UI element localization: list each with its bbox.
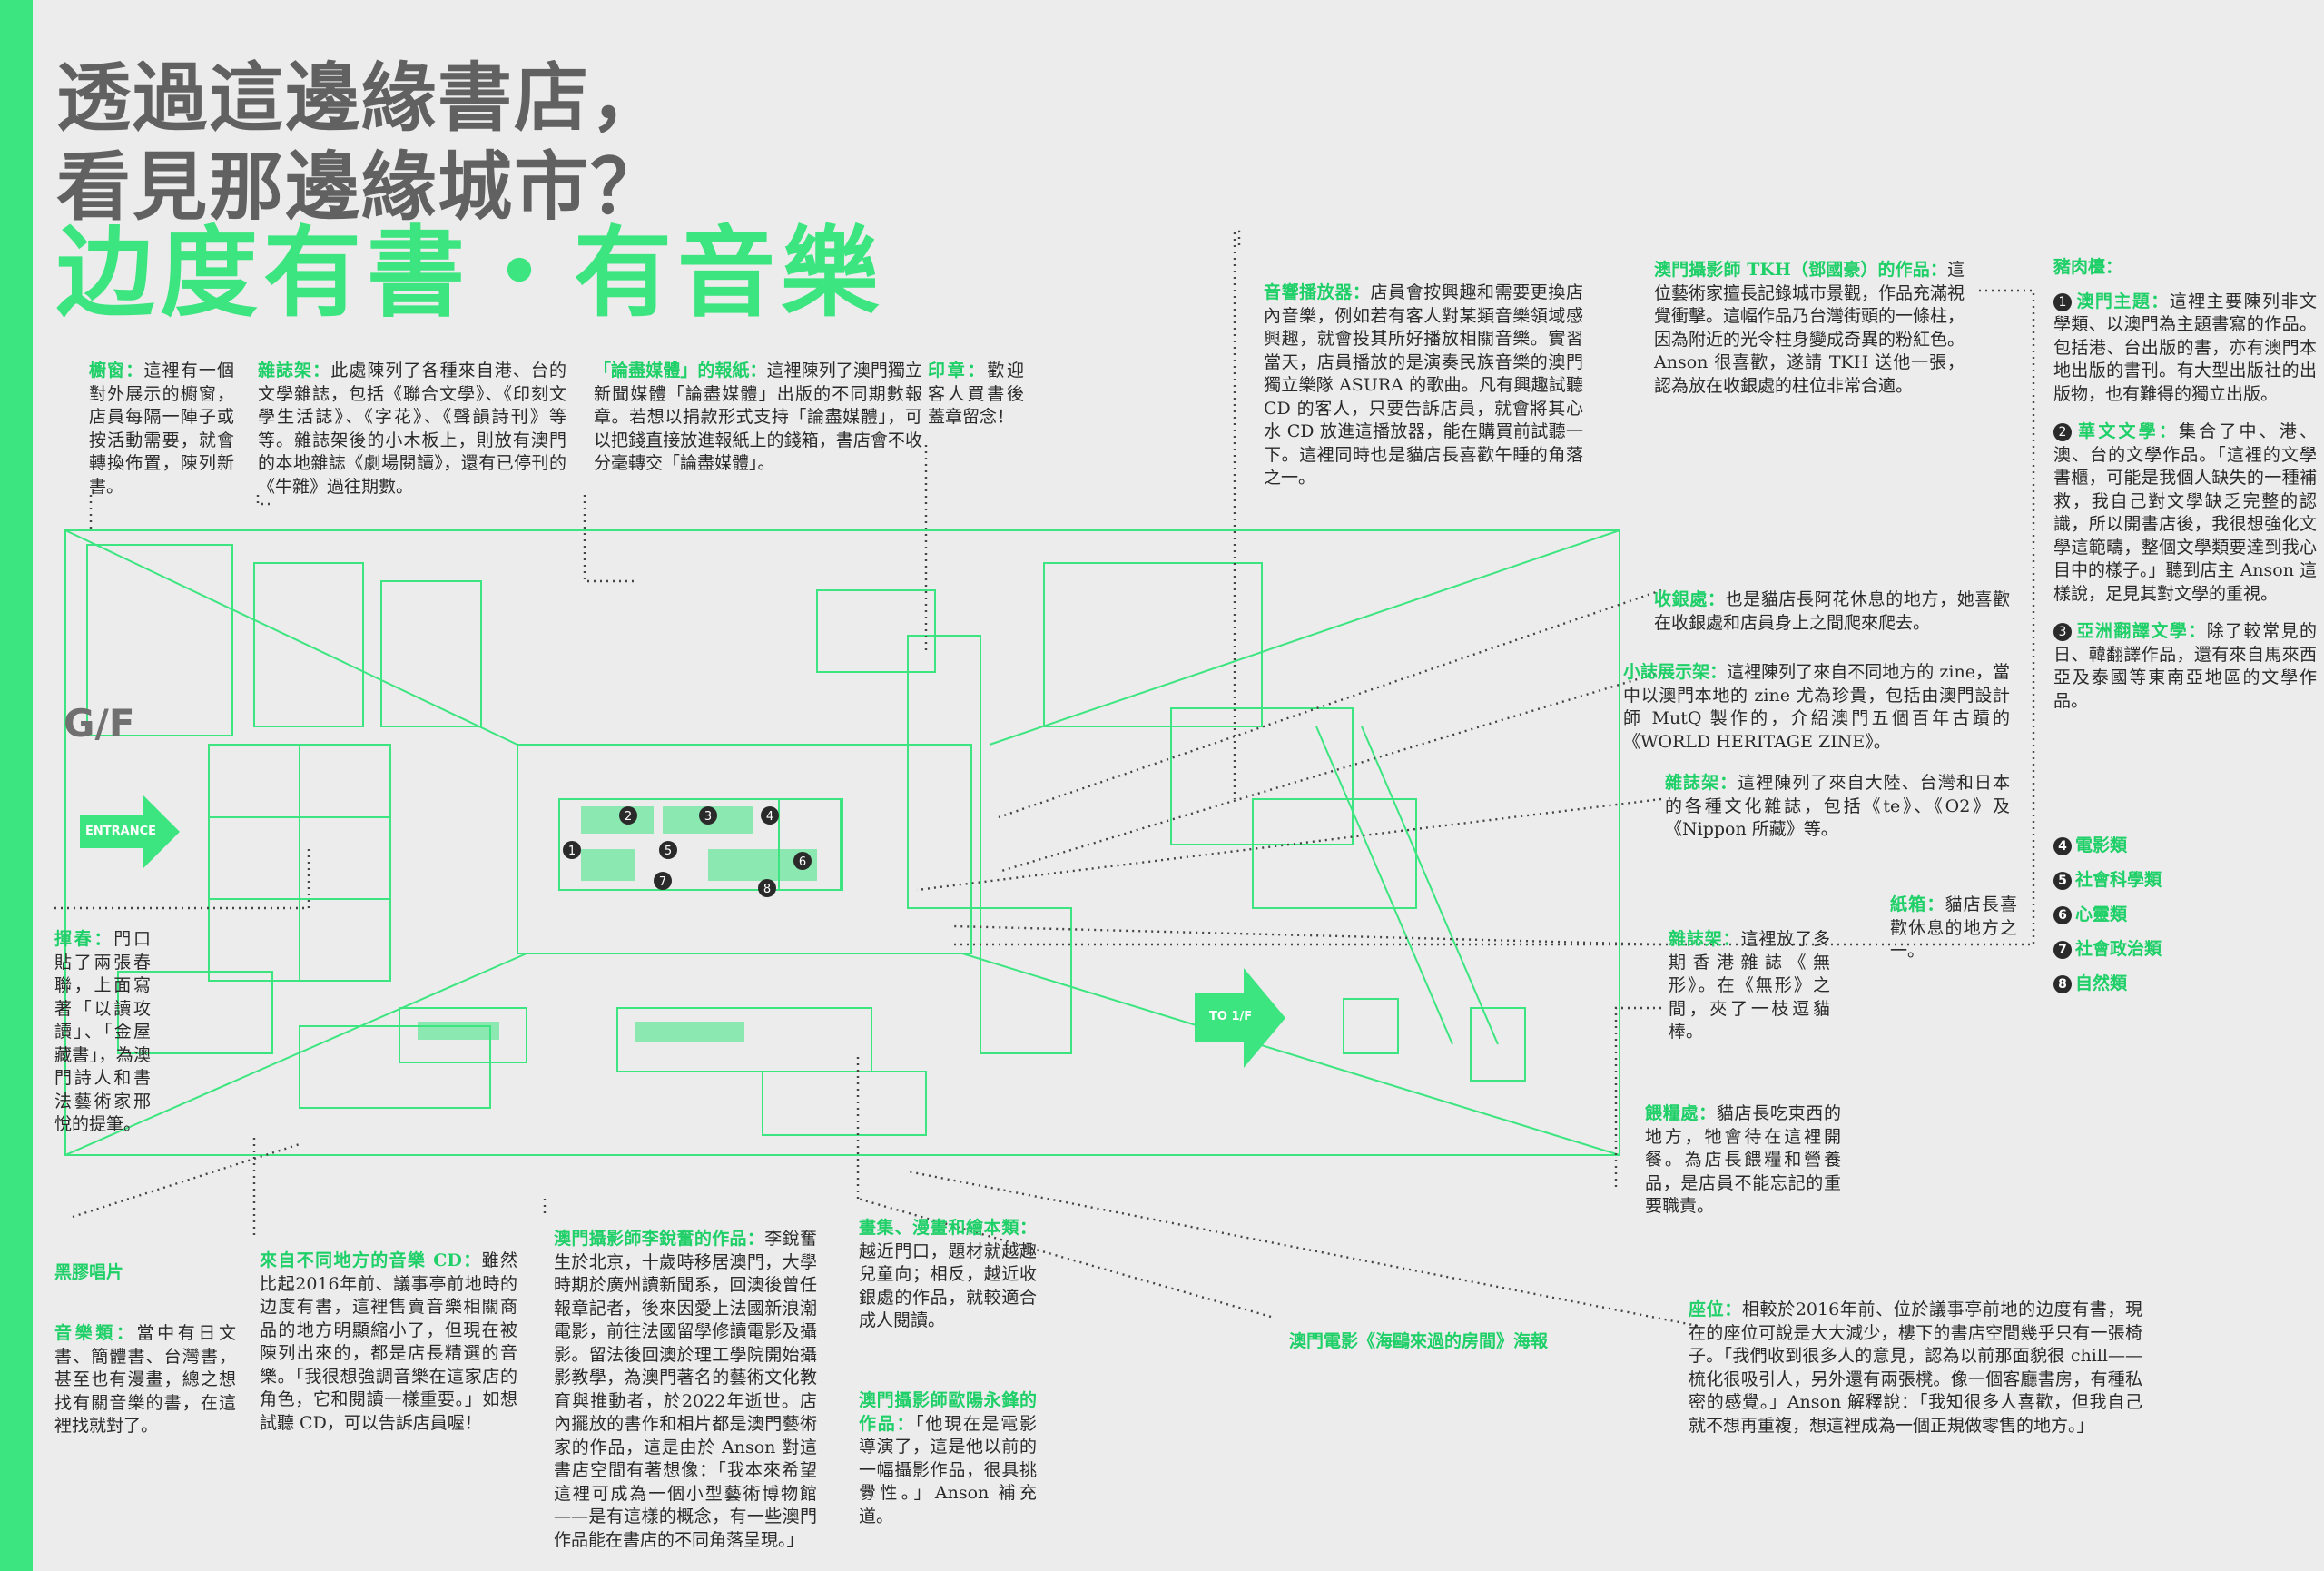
page-title: 边度有書・有音樂 — [56, 217, 885, 331]
note-cashier: 收銀處：也是貓店長阿花休息的地方，她喜歡在收銀處和店員身上之間爬來爬去。 — [1654, 589, 2010, 633]
shelf-marker-5 — [659, 841, 677, 859]
note-cat-box: 紙箱：貓店長喜歡休息的地方之一。 — [1890, 894, 2017, 961]
caption-vinyl: 黑膠唱片 — [54, 1262, 124, 1282]
note-zine: 小誌展示架：這裡陳列了來自不同地方的 zine，當中以澳門本地的 zine 尤為… — [1623, 662, 2010, 752]
note-magazine-rack: 雜誌架：此處陳列了各種來自港、台的文學雜誌，包括《聯合文學》、《印刻文學生活誌》… — [258, 361, 566, 497]
shelf-marker-8 — [758, 879, 776, 897]
shelf-marker-1 — [563, 841, 581, 859]
shelf-marker-6 — [793, 852, 812, 870]
shelf-marker-4 — [761, 806, 779, 825]
bottom-shelves — [399, 1007, 927, 1136]
accent-bar — [0, 0, 33, 1571]
shelf-marker-label-3: 3 — [704, 810, 712, 824]
entrance-label: ENTRANCE — [85, 825, 156, 838]
shelf-marker-7 — [654, 872, 672, 890]
headline-line-2: 看見那邊緣城市？ — [56, 144, 667, 231]
leader-lines — [54, 230, 2035, 1328]
note-lunjin: 「論盡媒體」的報紙：這裡陳列了澳門獨立新聞媒體「論盡媒體」出版的不同期數報章。若… — [594, 361, 922, 473]
shelf-legend-title: 豬肉檯： — [2053, 257, 2123, 277]
shelf-marker-label-2: 2 — [625, 810, 632, 824]
to-1f-arrow: TO 1/F — [1195, 968, 1285, 1072]
shelf-markers: 1 2 3 4 5 6 7 8 — [563, 806, 812, 897]
note-mag2: 雜誌架：這裡陳列了來自大陸、台灣和日本的各種文化雜誌，包括《te》、《O2》及《… — [1665, 773, 2010, 839]
center-table — [558, 798, 843, 891]
note-cd: 來自不同地方的音樂 CD：雖然比起2016年前、議事亭前地時的边度有書，這裡售賣… — [260, 1250, 517, 1433]
note-seats: 座位：相較於2016年前、位於議事亭前地的边度有書，現在的座位可說是大大減少，樓… — [1689, 1299, 2142, 1436]
shelf-marker-label-4: 4 — [766, 810, 773, 824]
note-tkh: 澳門攝影師 TKH（鄧國豪）的作品：這位藝術家擅長記錄城市景觀，作品充滿視覺衝擊… — [1654, 260, 1965, 396]
shelf-marker-label-7: 7 — [659, 875, 666, 889]
shelf-marker-3 — [699, 806, 717, 825]
caption-poster: 澳門電影《海鷗來過的房間》海報 — [1289, 1331, 1549, 1351]
headline: 透過這邊緣書店， 看見那邊緣城市？ — [56, 54, 666, 232]
note-window: 櫥窗：這裡有一個對外展示的櫥窗，店員每隔一陣子或按活動需要，就會轉換佈置，陳列新… — [89, 361, 234, 497]
note-li: 澳門攝影師李銳奮的作品：李銳奮生於北京，十歲時移居澳門，大學時期於廣州讀新聞系，… — [554, 1229, 817, 1550]
note-stamp: 印章：歡迎客人買書後蓋章留念！ — [928, 361, 1024, 427]
note-couplet: 揮春：門口貼了兩張春聯，上面寫著「以讀攻讀」、「金屋藏書」，為澳門詩人和書法藝術… — [54, 929, 151, 1134]
note-speaker: 音響播放器：店員會按興趣和需要更換店內音樂，例如若有客人對某類音樂領域感興趣，就… — [1264, 282, 1583, 488]
note-feeding: 餵糧處：貓店長吃東西的地方，牠會待在這裡開餐。為店長餵糧和營養品，是店員不能忘記… — [1645, 1103, 1841, 1216]
shelf-marker-label-1: 1 — [568, 845, 576, 858]
note-music-books: 音樂類：當中有日文書、簡體書、台灣書，甚至也有漫畫，總之想找有關音樂的書，在這裡… — [54, 1323, 236, 1436]
note-mag3: 雜誌架：這裡放了多期香港雜誌《無形》。在《無形》之間，夾了一枝逗貓棒。 — [1669, 929, 1830, 1042]
plan-outline — [64, 529, 1620, 1156]
shelf-marker-label-8: 8 — [763, 883, 771, 896]
to-1f-label: TO 1/F — [1209, 1010, 1253, 1023]
left-shelves — [86, 544, 491, 1109]
shelf-marker-2 — [619, 806, 637, 825]
note-comics: 畫集、漫畫和繪本類：越近門口，題材就越趣兒童向；相反，越近收銀處的作品，就較適合… — [859, 1218, 1037, 1330]
floor-label: G/F — [64, 701, 135, 746]
shelf-marker-label-6: 6 — [799, 855, 806, 869]
right-area — [816, 562, 1526, 1082]
headline-line-1: 透過這邊緣書店， — [56, 55, 667, 142]
shelf-marker-label-5: 5 — [665, 845, 672, 858]
entrance-arrow: ENTRANCE — [80, 795, 180, 872]
note-au: 澳門攝影師歐陽永鋒的作品：「他現在是電影導演了，這是他以前的一幅攝影作品，很具挑… — [859, 1390, 1037, 1527]
